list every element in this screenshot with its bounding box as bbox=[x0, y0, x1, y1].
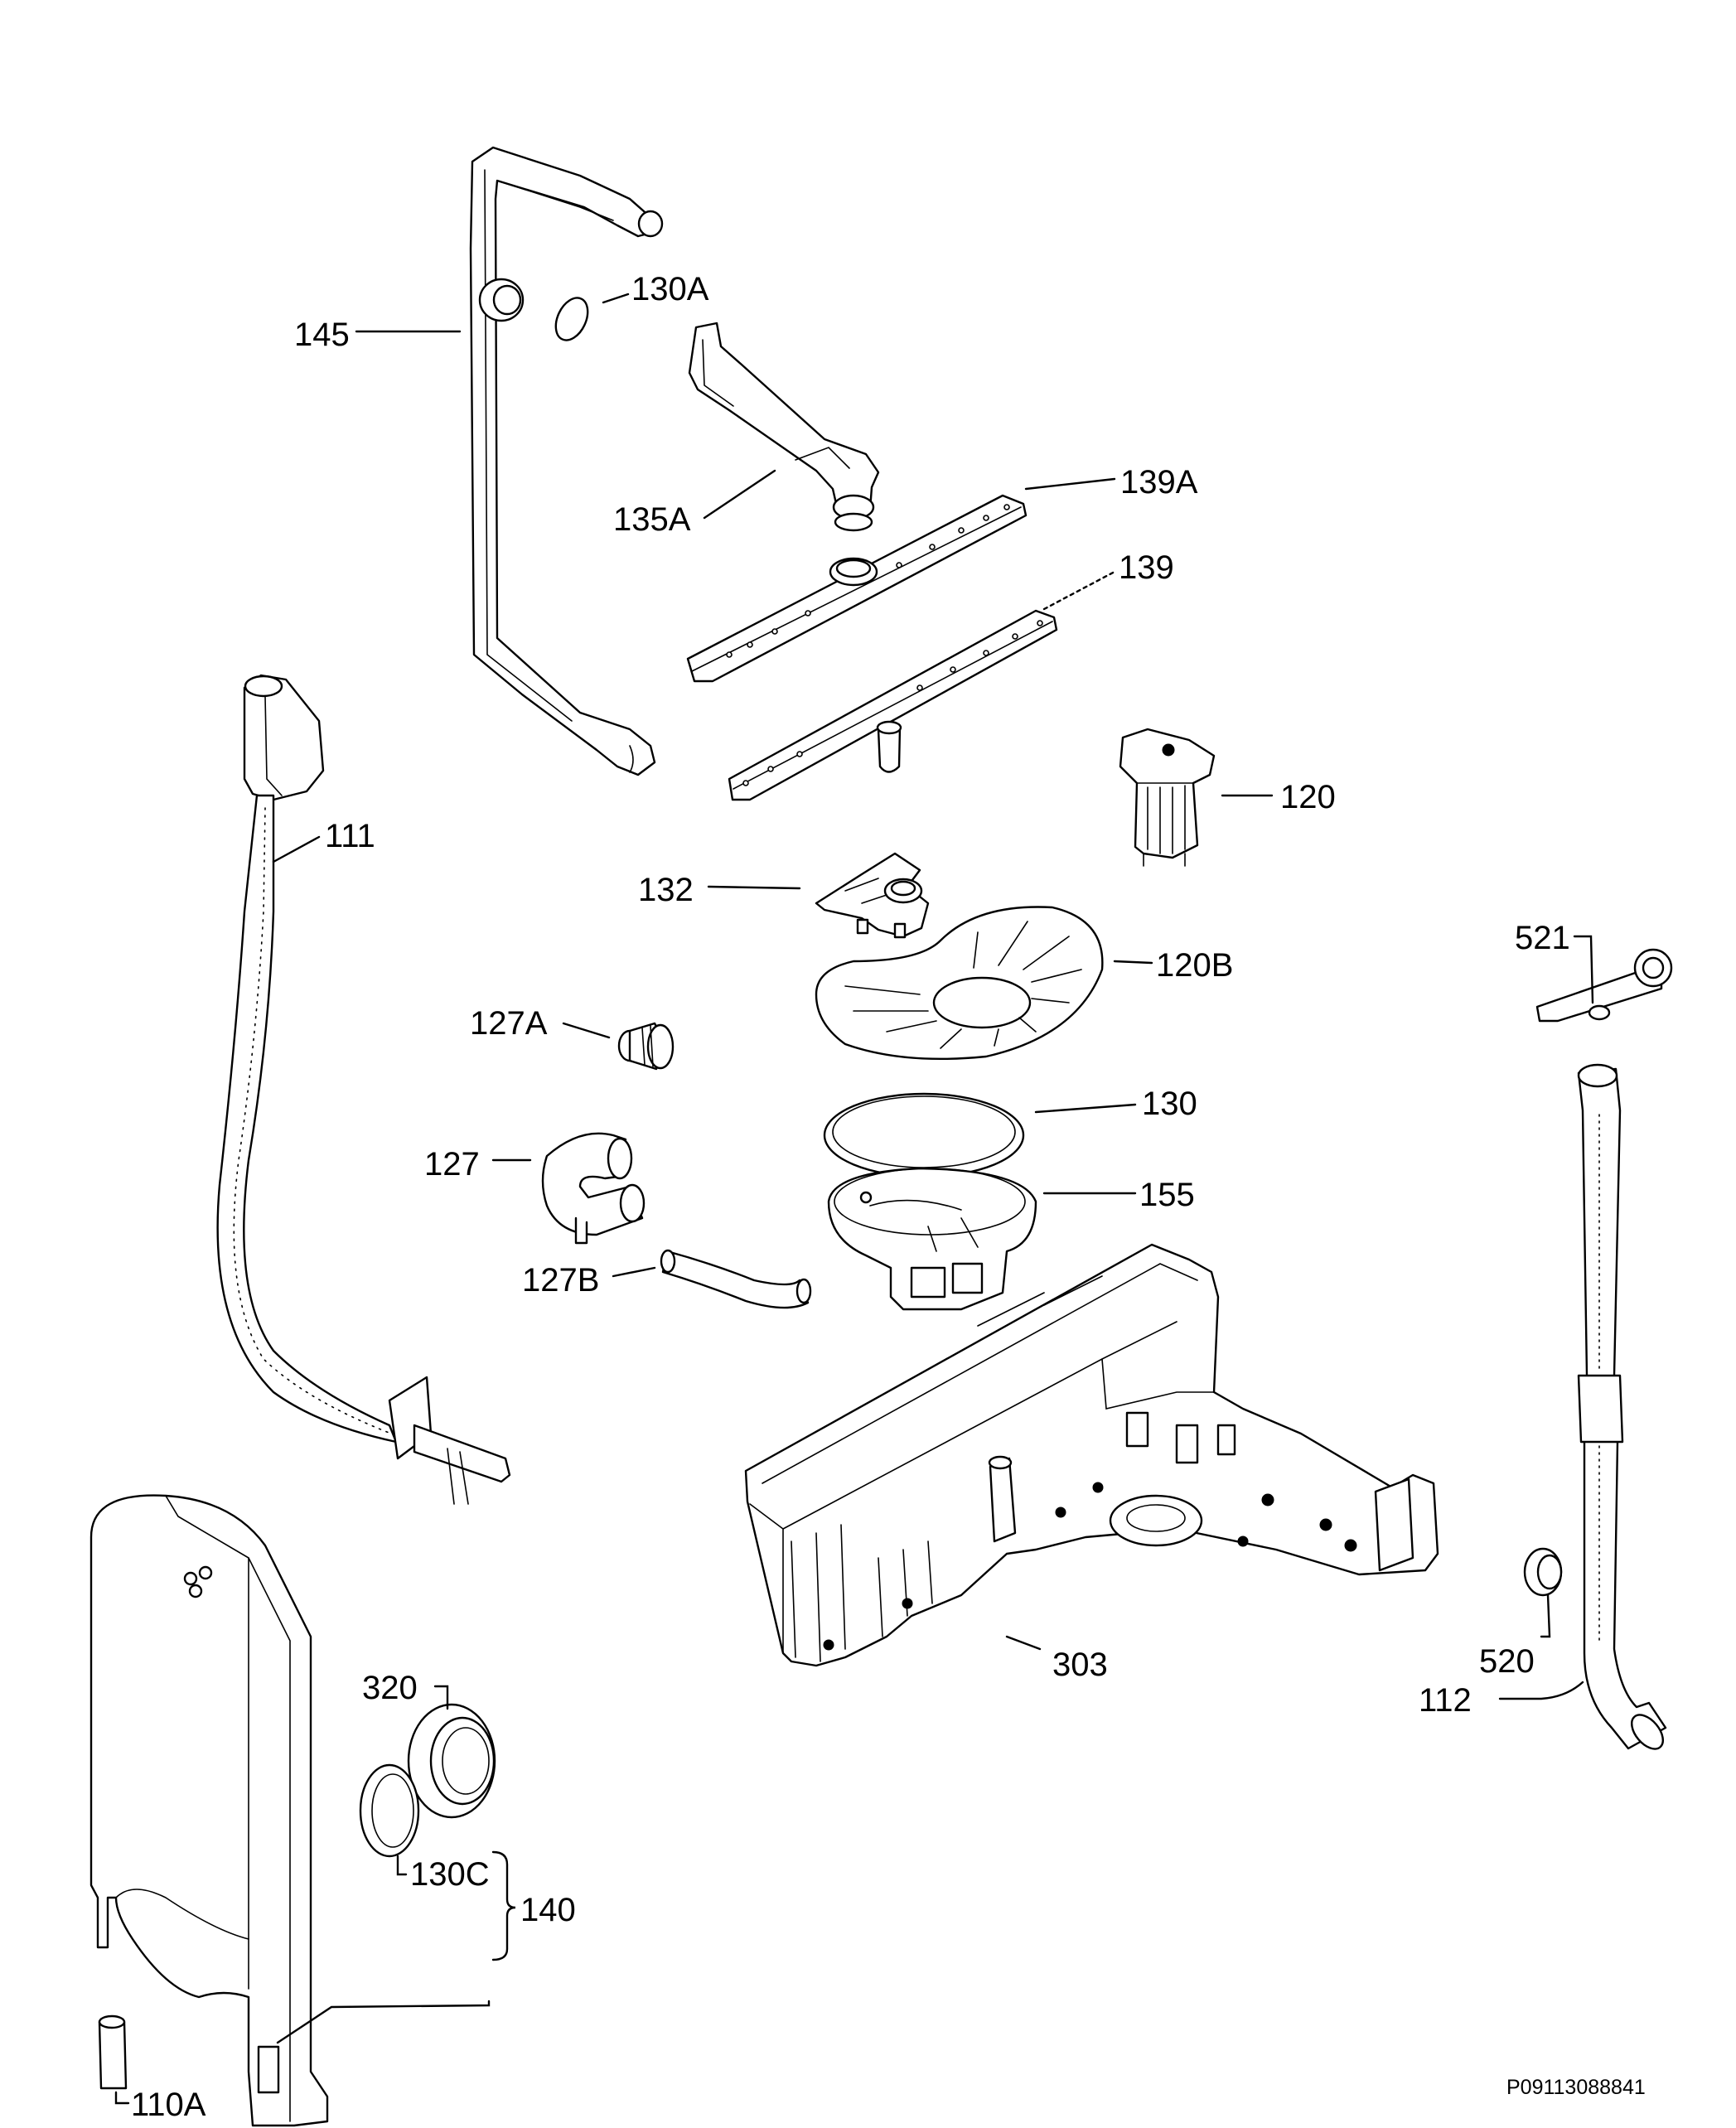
part-320-seal bbox=[407, 1703, 496, 1819]
label-110A: 110A bbox=[131, 2087, 206, 2123]
label-127A: 127A bbox=[470, 1005, 548, 1042]
label-303: 303 bbox=[1052, 1647, 1108, 1683]
part-145-supply-pipe bbox=[469, 146, 664, 776]
label-130A: 130A bbox=[631, 271, 709, 307]
part-139-lower-spray-arm bbox=[728, 609, 1058, 801]
callout-labels: 145 130A 135A 139A 139 111 120 132 120B … bbox=[131, 271, 1646, 2123]
document-id: P09113088841 bbox=[1506, 2076, 1646, 2099]
part-303-base-tray bbox=[744, 1243, 1439, 1667]
label-127: 127 bbox=[424, 1146, 480, 1182]
part-135A-spray-arm-holder bbox=[688, 322, 880, 532]
label-130: 130 bbox=[1142, 1086, 1197, 1122]
label-139A: 139A bbox=[1120, 464, 1198, 501]
part-140-side-container bbox=[89, 1494, 329, 2127]
label-112: 112 bbox=[1419, 1682, 1472, 1719]
label-155: 155 bbox=[1139, 1177, 1195, 1213]
label-130C: 130C bbox=[410, 1856, 490, 1893]
label-145: 145 bbox=[294, 317, 350, 353]
part-110A-tube bbox=[98, 2014, 128, 2090]
label-120B: 120B bbox=[1156, 947, 1233, 984]
label-111: 111 bbox=[325, 818, 375, 854]
part-127A-connector bbox=[617, 1022, 675, 1071]
part-130A-o-ring bbox=[554, 297, 589, 341]
label-520: 520 bbox=[1479, 1643, 1535, 1680]
part-520-grommet bbox=[1523, 1547, 1563, 1597]
label-135A: 135A bbox=[613, 501, 691, 538]
leader-lines bbox=[114, 293, 1594, 2105]
part-111-inlet-hose bbox=[216, 674, 511, 1505]
part-112-drain-hose bbox=[1577, 1063, 1667, 1750]
label-132: 132 bbox=[638, 872, 694, 908]
part-127B-hose bbox=[660, 1249, 812, 1309]
part-120-filter bbox=[1119, 728, 1216, 867]
label-139: 139 bbox=[1119, 549, 1174, 586]
part-127-elbow-hose bbox=[541, 1132, 646, 1245]
part-120B-filter-plate bbox=[815, 906, 1104, 1061]
part-155-sump bbox=[827, 1167, 1037, 1311]
part-132-sump-cover bbox=[815, 852, 930, 939]
part-130C-ring bbox=[359, 1763, 420, 1858]
part-130-seal-ring bbox=[823, 1092, 1025, 1178]
label-127B: 127B bbox=[522, 1262, 599, 1299]
label-140: 140 bbox=[520, 1892, 576, 1928]
label-320: 320 bbox=[362, 1670, 418, 1706]
label-120: 120 bbox=[1280, 779, 1336, 815]
part-139A-upper-spray-arm bbox=[686, 494, 1028, 683]
label-521: 521 bbox=[1515, 920, 1570, 956]
part-521-clip bbox=[1535, 948, 1673, 1023]
